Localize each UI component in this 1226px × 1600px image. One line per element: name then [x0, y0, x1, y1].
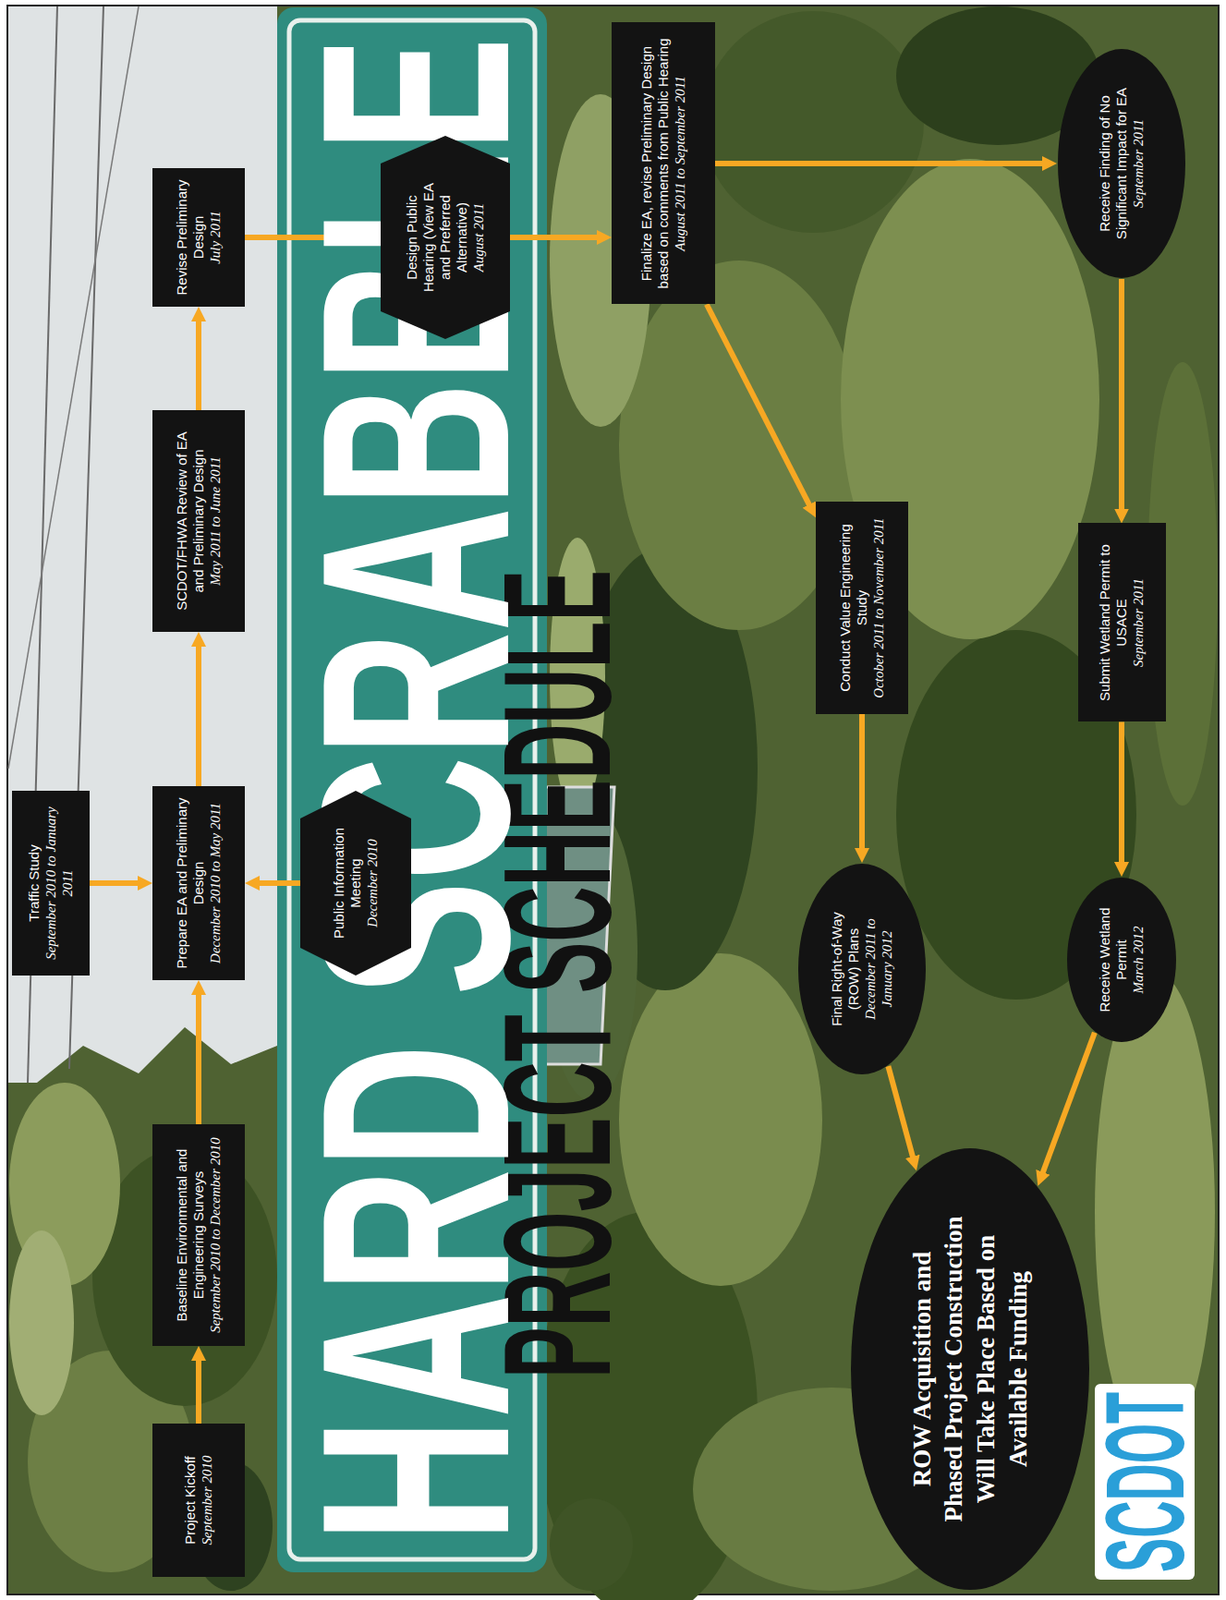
- process-box: Project KickoffSeptember 2010: [152, 1423, 245, 1578]
- hexagon-outline: [300, 790, 412, 976]
- hexagon-outline: [380, 135, 510, 340]
- step-name: Prepare EA and Preliminary Design: [173, 795, 207, 972]
- step-date: May 2011 to June 2011: [206, 419, 224, 623]
- node-text-block: Traffic StudySeptember 2010 to January 2…: [25, 800, 76, 967]
- ellipse-outline: [850, 1148, 1090, 1591]
- step-date: September 2010: [198, 1432, 216, 1568]
- tree: [549, 1498, 633, 1591]
- step-name: Receive Wetland Permit: [1096, 901, 1130, 1019]
- step-date: March 2012: [1129, 901, 1147, 1019]
- meeting-hexagon: Design Public Hearing (View EA and Prefe…: [380, 135, 510, 340]
- step-name: SCDOT/FHWA Review of EA and Preliminary …: [173, 419, 207, 623]
- tree: [702, 11, 924, 233]
- flow-arrow: [715, 160, 1048, 167]
- milestone-ellipse: Receive Wetland PermitMarch 2012: [1066, 876, 1178, 1044]
- step-name: Design Public Hearing (View EA and Prefe…: [403, 170, 471, 304]
- step-name: Project Kickoff: [182, 1432, 199, 1568]
- flow-arrow: [195, 641, 202, 787]
- step-date: December 2011 to January 2012: [861, 895, 896, 1044]
- flow-arrow: [89, 880, 144, 887]
- flow-arrow: [1041, 1032, 1095, 1178]
- process-box: SCDOT/FHWA Review of EA and Preliminary …: [152, 410, 245, 632]
- flow-arrow: [887, 1066, 914, 1162]
- tree: [1094, 971, 1215, 1453]
- node-text-block: Submit Wetland Permit to USACESeptember …: [1096, 533, 1147, 714]
- milestone-ellipse: Final Right-of-Way (ROW) PlansDecember 2…: [797, 862, 927, 1076]
- ellipse-outline: [1057, 48, 1186, 279]
- step-name: Receive Finding of No Significant Impact…: [1096, 83, 1130, 244]
- process-box: Baseline Environmental and Engineering S…: [152, 1124, 245, 1347]
- node-text-block: Conduct Value Engineering StudyOctober 2…: [837, 510, 887, 705]
- outcome-text: ROW Acquisition and Phased Project Const…: [906, 1213, 1034, 1525]
- flow-arrow: [1118, 722, 1125, 869]
- outcome-oval: ROW Acquisition and Phased Project Const…: [849, 1147, 1091, 1591]
- node-text-block: Project KickoffSeptember 2010: [182, 1432, 216, 1568]
- step-date: September 2010 to January 2011: [42, 800, 76, 967]
- process-box: Submit Wetland Permit to USACESeptember …: [1078, 523, 1166, 723]
- step-date: September 2011: [1129, 83, 1147, 244]
- step-name: Baseline Environmental and Engineering S…: [173, 1133, 207, 1337]
- node-text-block: Prepare EA and Preliminary DesignDecembe…: [173, 795, 224, 972]
- node-outline: [849, 1147, 1091, 1591]
- process-box: Conduct Value Engineering StudyOctober 2…: [815, 501, 909, 715]
- logo-text: SCDOT: [1089, 1392, 1201, 1573]
- node-text-block: ROW Acquisition and Phased Project Const…: [906, 1213, 1034, 1525]
- step-name: Public Information Meeting: [330, 825, 365, 941]
- ellipse-outline: [1067, 877, 1177, 1043]
- step-date: July 2011: [206, 177, 224, 298]
- flow-arrow: [195, 989, 202, 1125]
- ellipse-outline: [798, 863, 926, 1075]
- node-text-block: Receive Wetland PermitMarch 2012: [1096, 901, 1147, 1019]
- milestone-ellipse: Receive Finding of No Significant Impact…: [1056, 48, 1187, 280]
- step-date: December 2010: [364, 825, 381, 941]
- step-date: August 2011: [470, 170, 487, 304]
- tree: [619, 953, 823, 1287]
- flow-arrow: [859, 714, 865, 854]
- step-date: October 2011 to November 2011: [870, 510, 887, 705]
- tree: [9, 1230, 74, 1416]
- flow-arrow: [1118, 279, 1125, 515]
- process-box: Prepare EA and Preliminary DesignDecembe…: [152, 786, 245, 981]
- node-text-block: Revise Preliminary DesignJuly 2011: [173, 177, 224, 298]
- step-date: September 2011: [1129, 533, 1147, 714]
- flow-arrow: [195, 1355, 202, 1424]
- process-box: Traffic StudySeptember 2010 to January 2…: [12, 790, 90, 976]
- sky: [8, 6, 278, 1083]
- node-outline: [797, 862, 927, 1076]
- photo-frame: [7, 5, 1219, 1595]
- step-name: Conduct Value Engineering Study: [837, 510, 871, 705]
- step-name: Revise Preliminary Design: [173, 177, 207, 298]
- flow-arrow: [706, 304, 813, 510]
- meeting-hexagon: Public Information MeetingDecember 2010: [300, 790, 412, 976]
- node-text-block: SCDOT/FHWA Review of EA and Preliminary …: [173, 419, 224, 623]
- step-name: Submit Wetland Permit to USACE: [1096, 533, 1130, 714]
- process-box: Finalize EA, revise Preliminary Design b…: [611, 23, 716, 305]
- power-line: [8, 6, 139, 769]
- flow-arrow: [195, 315, 202, 411]
- step-name: Finalize EA, revise Preliminary Design b…: [638, 32, 672, 296]
- node-text-block: Finalize EA, revise Preliminary Design b…: [638, 32, 689, 296]
- node-text-block: Receive Finding of No Significant Impact…: [1096, 83, 1147, 244]
- step-date: December 2010 to May 2011: [206, 795, 224, 972]
- step-date: September 2010 to December 2010: [206, 1133, 224, 1337]
- step-date: August 2011 to September 2011: [671, 32, 689, 296]
- node-text-block: Public Information MeetingDecember 2010: [330, 825, 381, 941]
- step-name: Traffic Study: [25, 800, 43, 967]
- node-text-block: Baseline Environmental and Engineering S…: [173, 1133, 224, 1337]
- node-text-block: Design Public Hearing (View EA and Prefe…: [403, 170, 487, 304]
- step-name: Final Right-of-Way (ROW) Plans: [828, 895, 862, 1044]
- node-text-block: Final Right-of-Way (ROW) PlansDecember 2…: [828, 895, 896, 1044]
- process-box: Revise Preliminary DesignJuly 2011: [152, 168, 245, 307]
